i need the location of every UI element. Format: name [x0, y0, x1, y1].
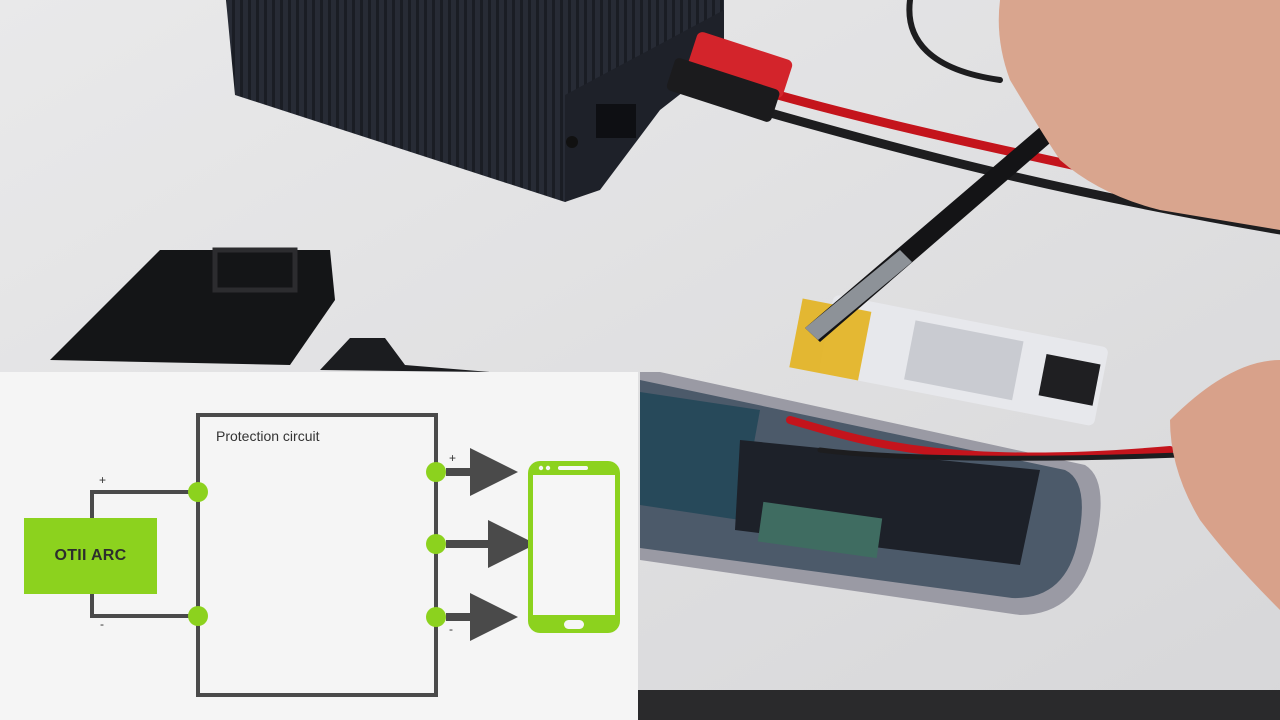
hands: [998, 0, 1280, 610]
phone-chassis: [640, 372, 1101, 615]
output-plus-sign: +: [449, 451, 457, 465]
circuit-diagram: [24, 413, 620, 697]
smartphone-icon: [528, 461, 620, 633]
node-dot: [426, 607, 446, 627]
input-plus-wire: [90, 490, 198, 519]
node-dot: [426, 462, 446, 482]
input-minus-wire: [90, 594, 198, 618]
phone-parts: [50, 247, 490, 372]
input-plus-sign: +: [99, 473, 107, 487]
otii-arc-label: OTII ARC: [54, 547, 127, 564]
banana-plugs: [666, 32, 793, 122]
otii-arc-box: [24, 518, 157, 594]
node-dot: [426, 534, 446, 554]
stylus: [805, 110, 1072, 342]
measurement-box: [226, 0, 724, 202]
protection-circuit-box: [196, 413, 438, 697]
diagram-panel: Protection circuit OTII ARC + - + -: [0, 372, 638, 720]
protection-circuit-label: Protection circuit: [216, 428, 320, 444]
node-dot: [188, 482, 208, 502]
node-dot: [188, 606, 208, 626]
input-minus-sign: -: [100, 617, 104, 631]
battery: [789, 295, 1108, 426]
output-minus-sign: -: [449, 622, 453, 636]
